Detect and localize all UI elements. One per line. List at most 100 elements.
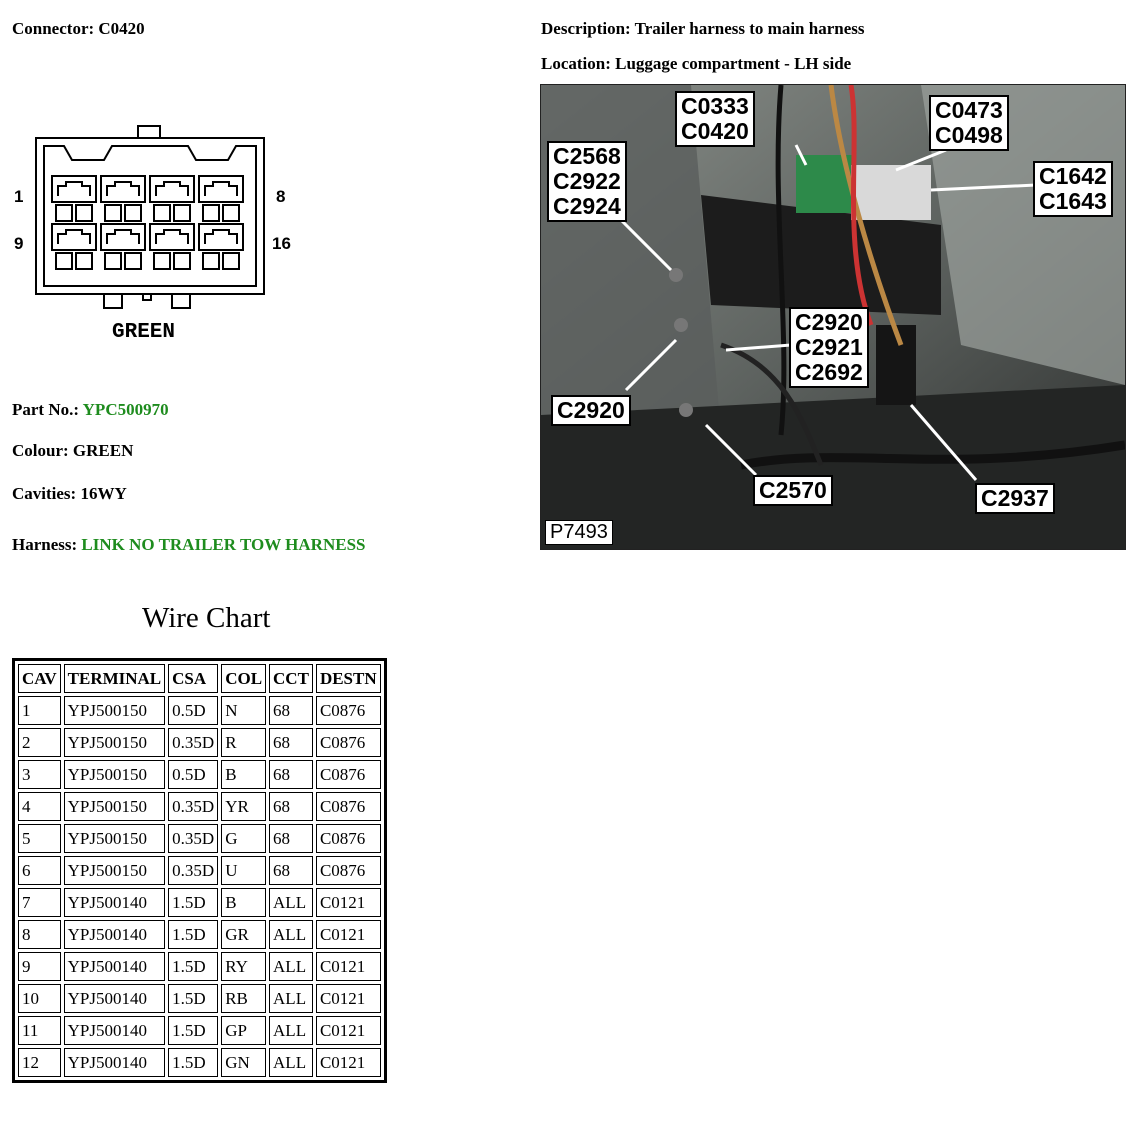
upper-trim: [921, 85, 1125, 385]
callout-c2570: C2570: [753, 475, 833, 506]
cell-col: N: [221, 696, 267, 725]
wire-chart-title: Wire Chart: [142, 602, 271, 634]
callout-c2937: C2937: [975, 483, 1055, 514]
cell-destn: C0121: [315, 888, 381, 917]
location-label: Location:: [541, 54, 611, 73]
cell-col: RY: [221, 952, 267, 981]
callout-c2920-c2921-c2692: C2920 C2921 C2692: [789, 307, 869, 388]
location-photo: C0333 C0420 C0473 C0498 C2568 C2922 C292…: [540, 84, 1126, 550]
harness-wire: [740, 440, 1125, 470]
cell-cav: 5: [18, 824, 61, 853]
cell-cav: 12: [18, 1048, 61, 1077]
connector-value: C0420: [98, 19, 145, 38]
cell-terminal: YPJ500150: [63, 696, 166, 725]
terminal-latch: [204, 181, 238, 196]
cell-cct: ALL: [269, 952, 313, 981]
cell-destn: C0121: [315, 920, 381, 949]
cell-col: YR: [221, 792, 267, 821]
ground-stud: [679, 403, 693, 417]
cell-csa: 1.5D: [168, 888, 219, 917]
cell-terminal: YPJ500150: [63, 824, 166, 853]
callout-arrow: [704, 423, 758, 477]
cell-cct: 68: [269, 728, 313, 757]
cell-cct: ALL: [269, 888, 313, 917]
cell-col: U: [221, 856, 267, 885]
part-number-value: YPC500970: [82, 400, 169, 419]
cell-cct: ALL: [269, 984, 313, 1013]
callout-arrow: [619, 218, 673, 272]
cell-terminal: YPJ500140: [63, 984, 166, 1013]
cell-cav: 4: [18, 792, 61, 821]
cavity-grid: [51, 175, 244, 270]
cavities-label: Cavities:: [12, 484, 77, 503]
cell-csa: 0.5D: [168, 696, 219, 725]
cell-cav: 7: [18, 888, 61, 917]
cell-col: R: [221, 728, 267, 757]
cell-cct: ALL: [269, 920, 313, 949]
column-header-terminal: TERMINAL: [63, 664, 166, 693]
pin-label-9: 9: [14, 234, 23, 253]
cavity-5: [149, 175, 195, 203]
terminal-slot: [153, 204, 171, 222]
terminal-latch: [57, 229, 91, 244]
column-header-destn: DESTN: [315, 664, 381, 693]
cavities-field: Cavities: 16WY: [12, 484, 127, 504]
cavity-9: [51, 223, 97, 251]
terminal-slot: [55, 204, 73, 222]
cell-csa: 1.5D: [168, 1048, 219, 1077]
cell-col: G: [221, 824, 267, 853]
description-label: Description:: [541, 19, 631, 38]
cell-csa: 1.5D: [168, 1016, 219, 1045]
cavity-7: [198, 175, 244, 203]
callout-c1642-c1643: C1642 C1643: [1033, 161, 1113, 217]
cell-terminal: YPJ500150: [63, 728, 166, 757]
cell-cav: 6: [18, 856, 61, 885]
cell-terminal: YPJ500150: [63, 792, 166, 821]
terminal-slot: [124, 204, 142, 222]
connector-field: Connector: C0420: [12, 19, 145, 39]
ground-stud: [669, 268, 683, 282]
cell-terminal: YPJ500140: [63, 1048, 166, 1077]
cell-destn: C0876: [315, 792, 381, 821]
terminal-latch: [57, 181, 91, 196]
white-connector: [851, 165, 931, 220]
callout-arrow: [624, 338, 678, 392]
cell-cct: 68: [269, 856, 313, 885]
terminal-slot: [104, 204, 122, 222]
cavity-13: [149, 223, 195, 251]
cell-col: B: [221, 760, 267, 789]
terminal-slot: [173, 204, 191, 222]
cell-csa: 0.35D: [168, 824, 219, 853]
terminal-slot: [55, 252, 73, 270]
cell-cav: 1: [18, 696, 61, 725]
cell-destn: C0121: [315, 984, 381, 1013]
column-header-cav: CAV: [18, 664, 61, 693]
terminal-latch: [106, 181, 140, 196]
terminal-slot: [202, 204, 220, 222]
callout-c0333-c0420: C0333 C0420: [675, 91, 755, 147]
photo-illustration: [541, 85, 1125, 549]
cell-terminal: YPJ500150: [63, 856, 166, 885]
cell-cct: ALL: [269, 1048, 313, 1077]
colour-field: Colour: GREEN: [12, 441, 133, 461]
bottom-key-center: [142, 293, 152, 301]
cell-csa: 1.5D: [168, 984, 219, 1013]
harness-value: LINK NO TRAILER TOW HARNESS: [81, 535, 366, 554]
cell-csa: 1.5D: [168, 952, 219, 981]
cell-terminal: YPJ500150: [63, 760, 166, 789]
terminal-slot: [173, 252, 191, 270]
colour-value: GREEN: [72, 441, 134, 460]
cell-cct: 68: [269, 760, 313, 789]
terminal-slot: [104, 252, 122, 270]
location-value: Luggage compartment - LH side: [615, 54, 852, 73]
cavities-value: 16WY: [80, 484, 127, 503]
cell-csa: 0.35D: [168, 856, 219, 885]
